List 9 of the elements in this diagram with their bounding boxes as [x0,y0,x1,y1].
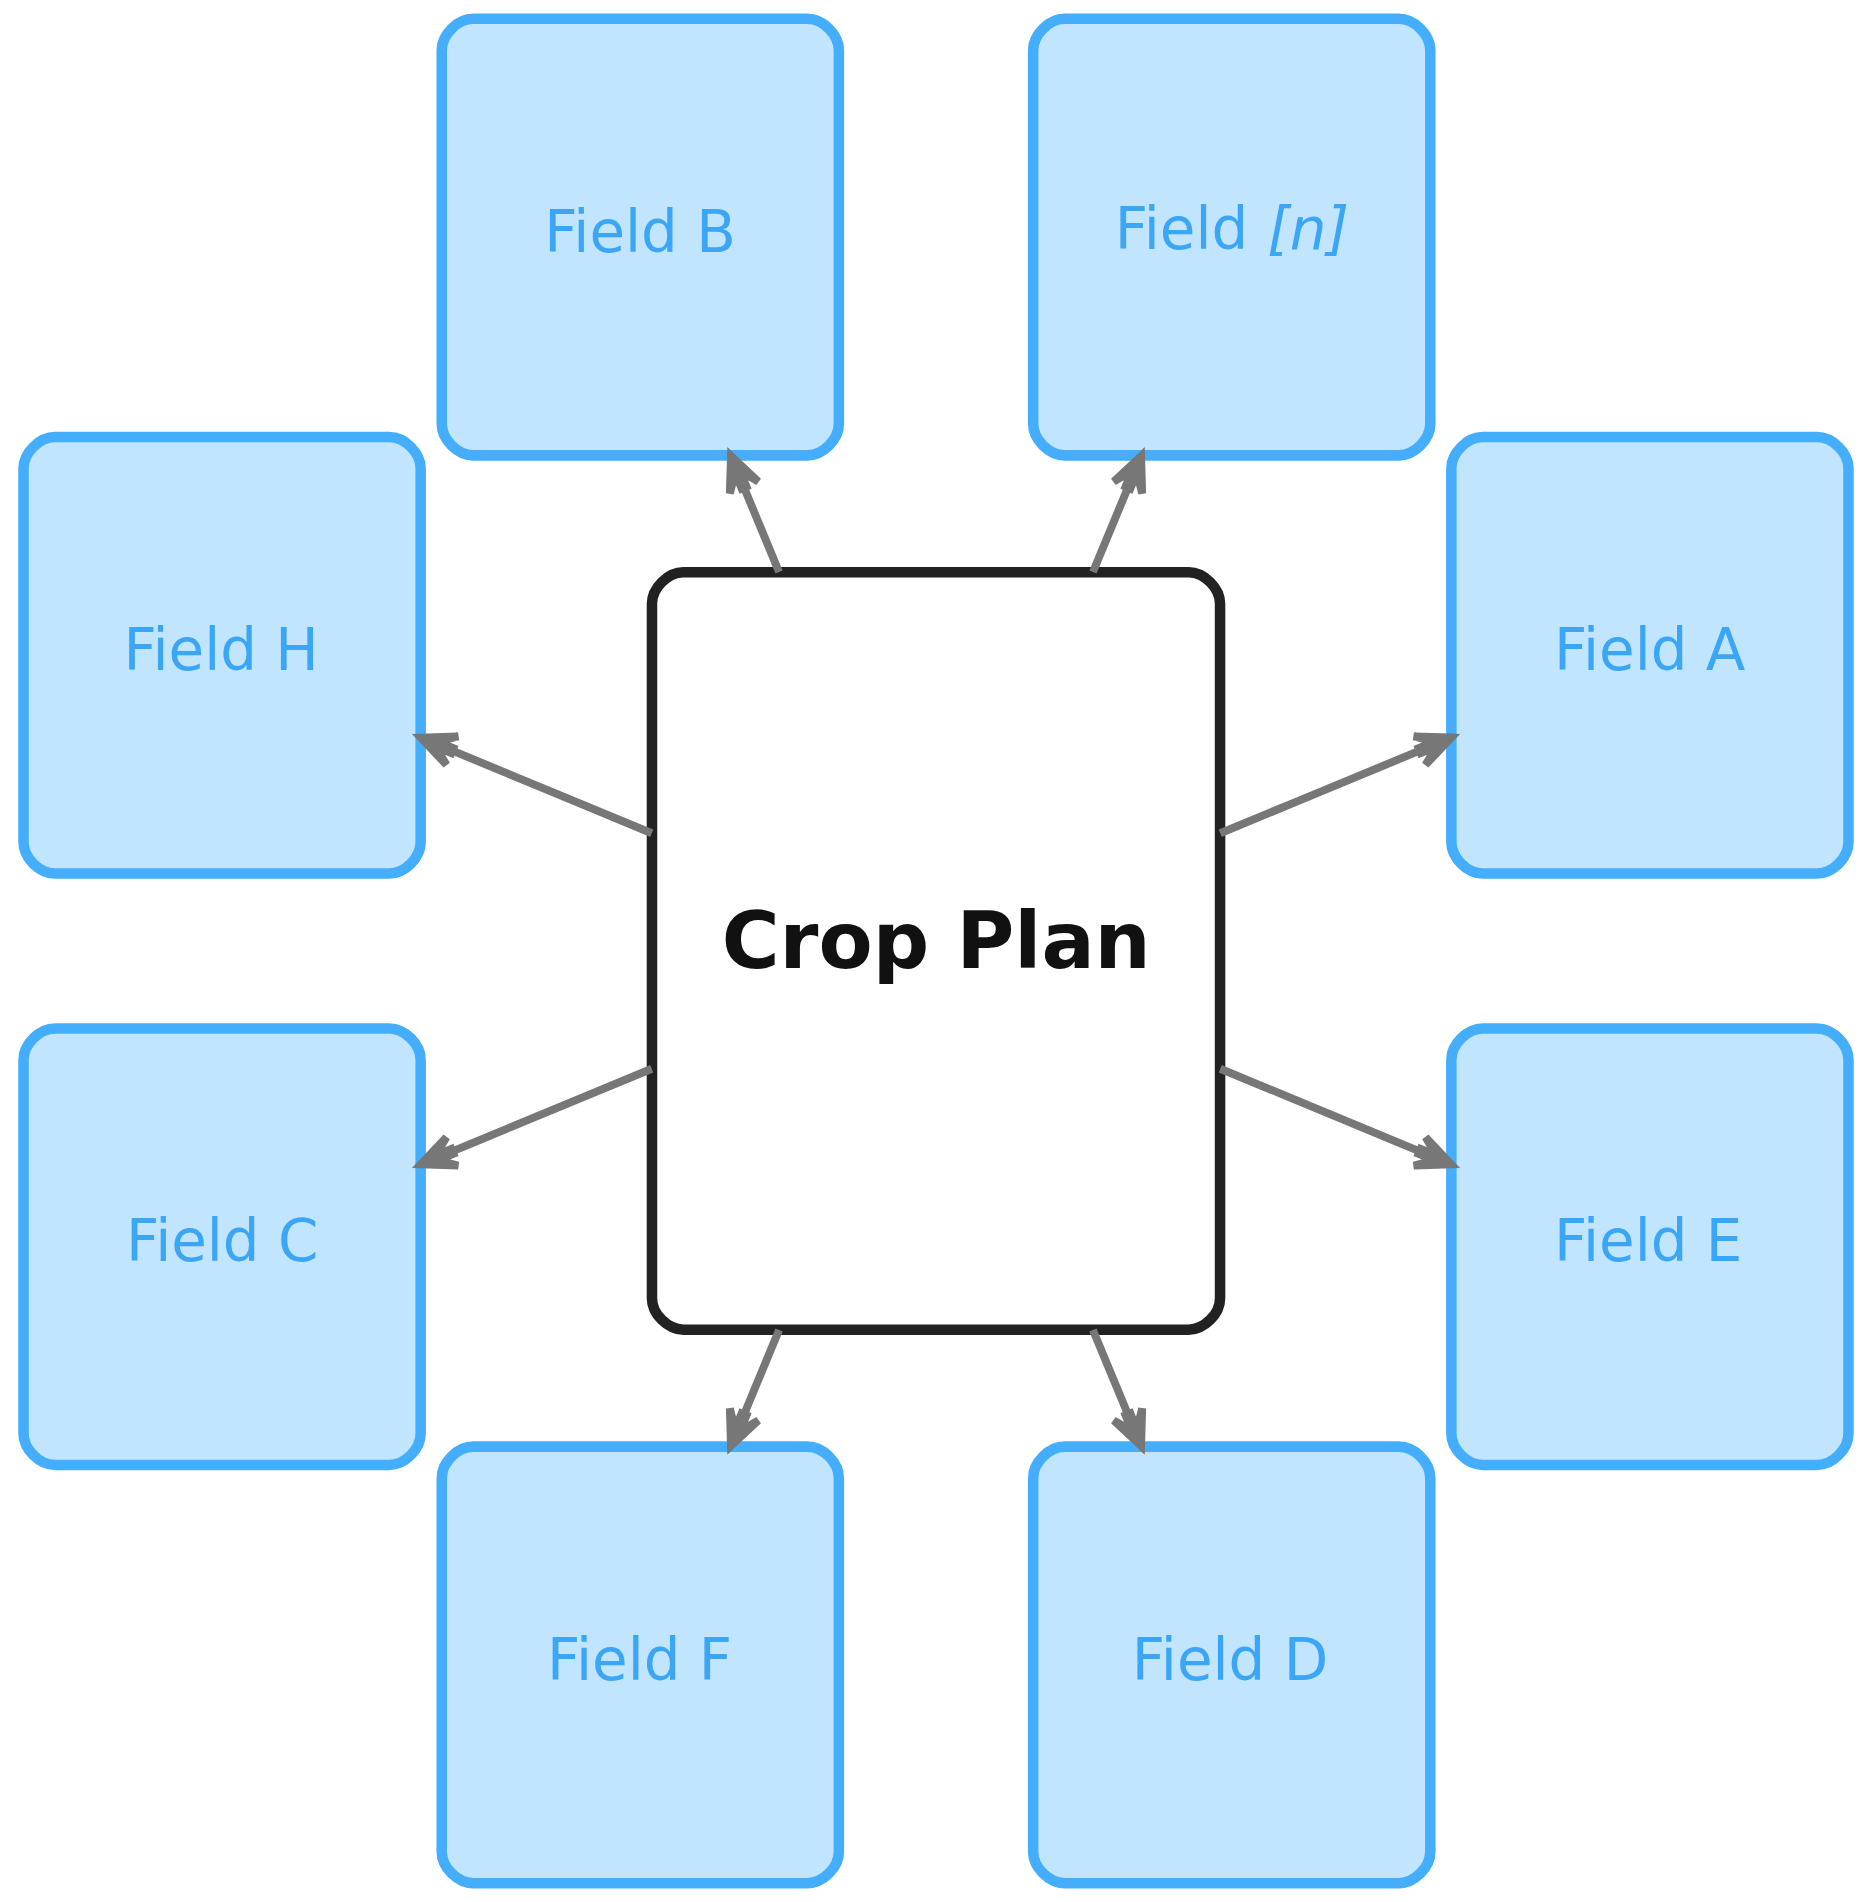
node-box: Field B [436,13,844,461]
node-box: Field C [17,1023,426,1471]
node-box: Field [n] [1027,13,1436,461]
node-box: Field D [1027,1441,1436,1889]
node-box: Field F [436,1441,844,1889]
node-box: Crop Plan [646,567,1225,1335]
node-box: Field A [1445,431,1854,879]
node-box: Field E [1445,1023,1854,1471]
node-box: Field H [17,431,426,879]
